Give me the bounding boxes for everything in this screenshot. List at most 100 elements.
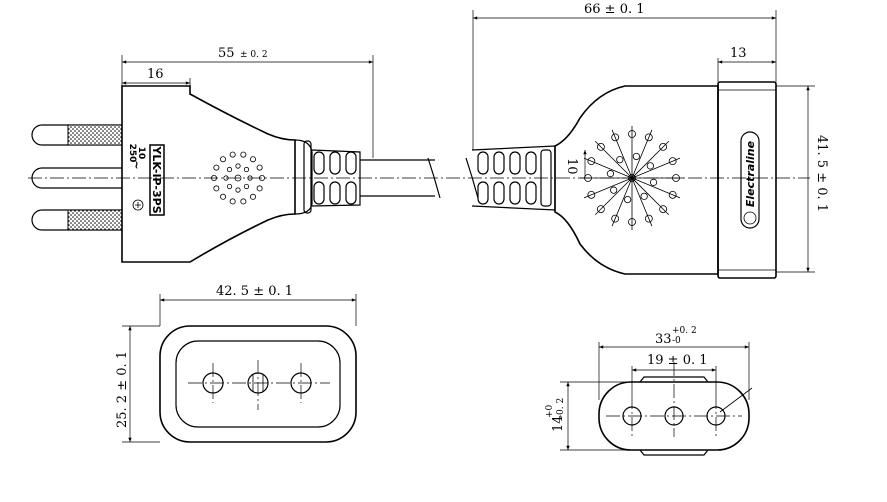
- star-ray: [631, 177, 670, 216]
- star-ray: [631, 129, 653, 179]
- plug-face-height-label: 25. 2 ± 0. 1: [115, 351, 130, 428]
- star-outer-dot: [628, 218, 636, 226]
- plug-ring-dot: [249, 156, 256, 163]
- plug-ring-dot: [235, 187, 241, 193]
- star-outer-dot: [596, 205, 605, 214]
- star-ray: [583, 177, 633, 199]
- plug-body-outline: [121, 85, 296, 263]
- star-inner-dot: [624, 195, 632, 204]
- star-inner-dot: [632, 152, 640, 161]
- pin-spacing-label: 19 ± 0. 1: [647, 353, 708, 368]
- dimension-plug-face-width: 42. 5 ± 0. 1: [159, 284, 357, 326]
- star-inner-dot: [646, 162, 654, 170]
- plug-ring-dot: [213, 185, 220, 192]
- star-outer-dot: [587, 190, 596, 199]
- plug-ring-dot: [243, 166, 250, 173]
- socket-face-width-label: 33: [655, 332, 672, 347]
- socket-face-width-tol-lower: -0: [672, 336, 681, 346]
- plug-pins: [31, 124, 123, 231]
- cord-to-socket-label: 66 ± 0. 1: [584, 2, 645, 17]
- socket-face-height-label: 14: [551, 415, 566, 432]
- socket-face-hole-left: [622, 395, 642, 437]
- star-ray: [611, 129, 633, 179]
- plug-ring-dot: [249, 193, 256, 200]
- socket-star-pattern: [580, 126, 684, 230]
- certification-mark-icon: [132, 199, 144, 211]
- star-outer-dot: [587, 157, 596, 166]
- socket-face-height-tol-upper: +0: [545, 404, 555, 418]
- plug-face-pin-left: [202, 363, 224, 403]
- star-inner-dot: [616, 156, 624, 164]
- plug-ring-dot: [256, 164, 263, 171]
- star-outer-dot: [611, 133, 620, 142]
- plug-face-width-label: 42. 5 ± 0. 1: [216, 284, 293, 299]
- socket-face-outer: [598, 381, 750, 451]
- plug-ring-dot: [226, 183, 233, 190]
- plug-rating-bottom: 250: [127, 144, 137, 163]
- star-outer-dot: [596, 142, 605, 151]
- plug-ring-dot: [235, 163, 241, 169]
- plug-ring-dot: [213, 164, 220, 171]
- socket-head-label: 13: [730, 46, 747, 61]
- star-ray: [594, 177, 633, 216]
- socket-face-hole-right: [706, 387, 753, 437]
- plug-ring-dot: [256, 185, 263, 192]
- dimension-socket-height: 41. 5 ± 0. 1: [776, 85, 829, 273]
- socket-face-height-tol-lower: -0. 2: [556, 398, 566, 418]
- star-outer-dot: [628, 130, 636, 138]
- socket-face-hole-centre: [664, 362, 684, 437]
- star-outer-dot: [659, 142, 668, 151]
- plug-ring-dot: [220, 156, 227, 163]
- brand-label: Electraline: [744, 140, 757, 207]
- plug-model-label: YLK-IP-3PS: [150, 145, 163, 213]
- plug-rating-top: 10: [136, 147, 146, 160]
- plug-ring-dot: [240, 198, 247, 205]
- plug-face-outer: [159, 325, 357, 443]
- plug-face-view: [159, 325, 357, 443]
- dimension-socket-face-height: 14 +0 -0. 2: [545, 381, 640, 451]
- dimension-socket-head: 13: [717, 46, 777, 82]
- socket-height-label: 41. 5 ± 0. 1: [814, 135, 829, 212]
- plug-length-label: 55: [218, 46, 235, 61]
- star-inner-dot: [640, 192, 648, 200]
- star-ray: [631, 177, 681, 199]
- plug-side-view: YLK-IP-3PS 10 250 ~: [31, 85, 479, 263]
- dimension-socket-face-width: 33 +0. 2 -0: [598, 326, 750, 400]
- plug-ring-dot: [229, 151, 236, 158]
- socket-side-view: Electraline: [471, 81, 777, 279]
- dimension-cord-to-socket: 66 ± 0. 1: [472, 2, 777, 150]
- star-ray: [631, 177, 653, 227]
- plug-face-pin-centre: [247, 360, 269, 410]
- star-outer-dot: [611, 214, 620, 223]
- star-ray: [631, 157, 681, 179]
- star-outer-dot: [659, 205, 668, 214]
- plug-ring-dot: [229, 198, 236, 205]
- star-ray: [594, 140, 633, 179]
- plug-length-tol: ± 0. 2: [240, 50, 268, 60]
- star-outer-dot: [644, 214, 653, 223]
- brand-e-icon: [743, 211, 757, 225]
- plug-ring-dot: [243, 183, 250, 190]
- dimension-plug-face-height: 25. 2 ± 0. 1: [115, 325, 160, 443]
- brand-logo: Electraline: [740, 131, 760, 229]
- plug-face-inner: [175, 340, 341, 428]
- plug-rating-tilde: ~: [130, 160, 143, 169]
- star-outer-dot: [668, 157, 677, 166]
- star-inner-dot: [606, 170, 615, 178]
- star-ray: [611, 177, 633, 227]
- plug-marking: YLK-IP-3PS 10 250 ~: [127, 144, 165, 216]
- socket-face-width-tol-upper: +0. 2: [672, 326, 697, 336]
- socket-head: [717, 81, 777, 279]
- star-outer-dot: [668, 190, 677, 199]
- plug-face-pin-right: [290, 363, 312, 403]
- pin-offset-label: 16: [147, 67, 164, 82]
- plug-ring-dot: [240, 151, 247, 158]
- star-ray: [583, 157, 633, 179]
- plug-ring-dot: [226, 166, 233, 173]
- star-outer-dot: [644, 133, 653, 142]
- star-inner-dot: [649, 178, 658, 186]
- centre-offset-label: 10: [564, 158, 579, 175]
- dimension-pin-offset: 16: [122, 67, 191, 94]
- plug-ring-dot: [220, 193, 227, 200]
